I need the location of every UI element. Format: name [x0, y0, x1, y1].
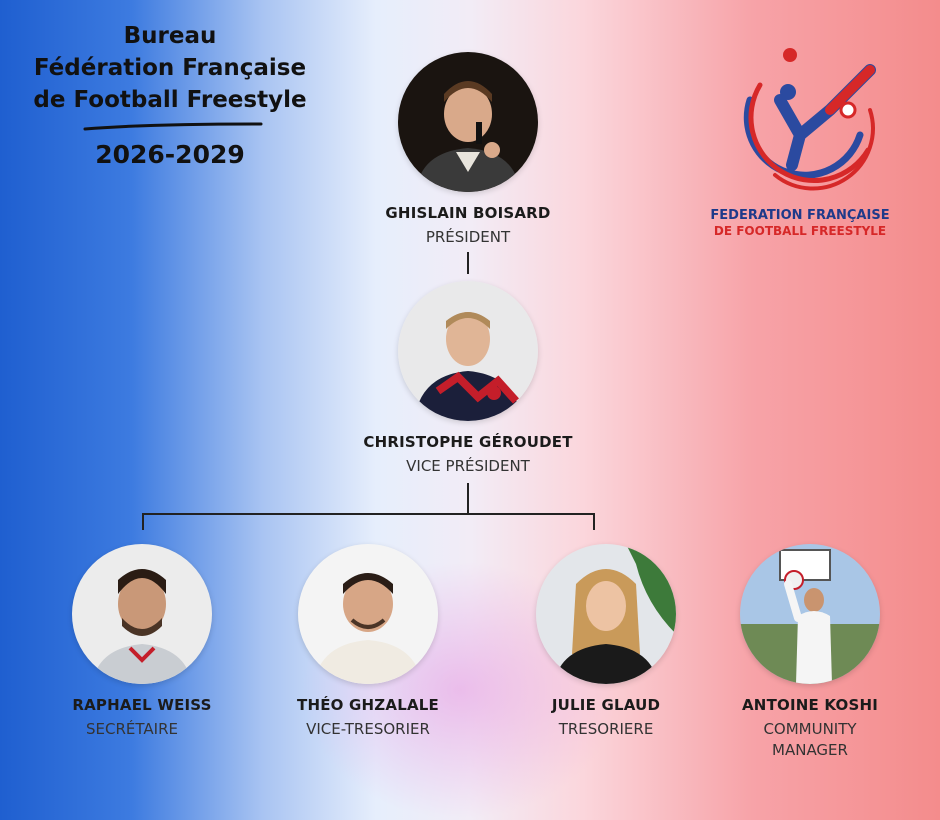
member-role: TRESORIERE	[558, 720, 654, 738]
connector-vp-down	[467, 483, 469, 513]
avatar	[398, 52, 538, 192]
member-president: GHISLAIN BOISARD PRÉSIDENT	[368, 52, 568, 248]
avatar	[72, 544, 212, 684]
connector-treasurer	[593, 513, 595, 530]
member-treasurer: JULIE GLAUD TRESORIERE	[516, 544, 696, 740]
member-role: SECRÉTAIRE	[86, 720, 178, 738]
member-name: CHRISTOPHE GÉROUDET	[363, 433, 573, 451]
avatar	[298, 544, 438, 684]
avatar	[536, 544, 676, 684]
freestyle-player-logo-icon	[743, 48, 876, 191]
mandate-years: 2026-2029	[95, 140, 245, 169]
page-title: Bureau Fédération Française de Football …	[20, 20, 320, 116]
member-role-line-1: COMMUNITY	[763, 720, 857, 738]
member-role-line-2: MANAGER	[772, 741, 848, 759]
member-name: THÉO GHZALALE	[297, 696, 439, 714]
federation-logo: FEDERATION FRANÇAISE DE FOOTBALL FREESTY…	[700, 40, 900, 245]
member-role: COMMUNITY MANAGER	[720, 719, 900, 761]
member-vice-treasurer: THÉO GHZALALE VICE-TRESORIER	[278, 544, 458, 740]
member-role: PRÉSIDENT	[425, 228, 511, 246]
member-role: VICE-TRESORIER	[306, 720, 430, 738]
connector-secretary	[142, 513, 144, 530]
member-name: ANTOINE KOSHI	[742, 696, 878, 714]
avatar	[398, 281, 538, 421]
member-name: GHISLAIN BOISARD	[385, 204, 551, 222]
logo-text-line-1: FEDERATION FRANÇAISE	[710, 208, 890, 223]
connector-horizontal	[142, 513, 595, 515]
title-line-3: de Football Freestyle	[33, 87, 307, 113]
member-role: VICE PRÉSIDENT	[406, 457, 530, 475]
connector-president-vp	[467, 252, 469, 274]
member-name: RAPHAEL WEISS	[72, 696, 212, 714]
title-line-1: Bureau	[123, 23, 217, 49]
member-community-manager: ANTOINE KOSHI COMMUNITY MANAGER	[720, 544, 900, 761]
title-line-2: Fédération Française	[33, 55, 307, 81]
member-name: JULIE GLAUD	[551, 696, 661, 714]
logo-text-line-2: DE FOOTBALL FREESTYLE	[713, 224, 887, 238]
avatar	[740, 544, 880, 684]
member-secretary: RAPHAEL WEISS SECRÉTAIRE	[52, 544, 232, 740]
title-underline	[83, 122, 263, 131]
member-vice-president: CHRISTOPHE GÉROUDET VICE PRÉSIDENT	[348, 281, 588, 477]
